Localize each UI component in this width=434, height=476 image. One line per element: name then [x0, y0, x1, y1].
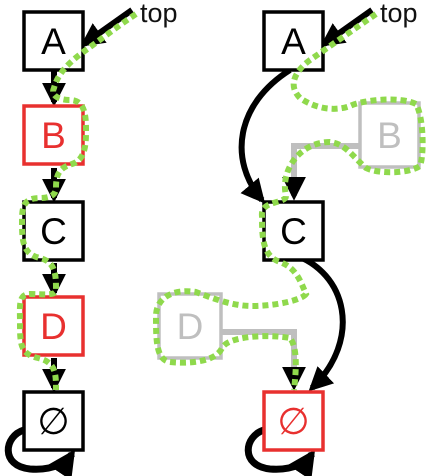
- left-node-null: ∅: [22, 390, 85, 452]
- right-node-null: ∅: [262, 390, 325, 452]
- left-panel: A B C D ∅ top: [4, 0, 178, 476]
- right-node-d: D: [157, 292, 223, 360]
- right-node-a-label: A: [281, 21, 306, 62]
- left-node-b: B: [22, 104, 85, 166]
- left-node-c: C: [22, 200, 85, 262]
- right-panel: A B C D ∅ top: [152, 0, 426, 476]
- left-node-a: A: [22, 10, 85, 72]
- right-top-pointer-arrow: [320, 7, 374, 47]
- right-node-b-label: B: [377, 115, 402, 156]
- left-node-b-label: B: [41, 115, 66, 156]
- left-node-d-label: D: [40, 306, 67, 347]
- right-b-to-c-arrow: [282, 143, 360, 201]
- left-top-pointer-arrow: [80, 7, 134, 47]
- right-d-to-null-arrow: [220, 329, 306, 391]
- left-node-a-label: A: [41, 21, 66, 62]
- left-traversal-path: [16, 11, 138, 391]
- left-top-label: top: [140, 0, 178, 28]
- right-top-label: top: [380, 0, 418, 28]
- right-a-to-c-arrow: [238, 67, 292, 204]
- left-node-d: D: [22, 295, 85, 357]
- left-node-null-label: ∅: [37, 401, 69, 442]
- right-node-c: C: [262, 200, 325, 262]
- right-node-b: B: [358, 101, 421, 169]
- right-null-self-loop-arrow: [244, 426, 316, 476]
- right-node-a: A: [262, 10, 325, 72]
- right-node-d-label: D: [177, 306, 204, 347]
- right-node-c-label: C: [280, 211, 307, 252]
- left-node-c-label: C: [40, 211, 67, 252]
- right-c-to-null-arrow: [291, 251, 346, 392]
- left-null-self-loop-arrow: [4, 426, 76, 476]
- right-node-null-label: ∅: [277, 401, 309, 442]
